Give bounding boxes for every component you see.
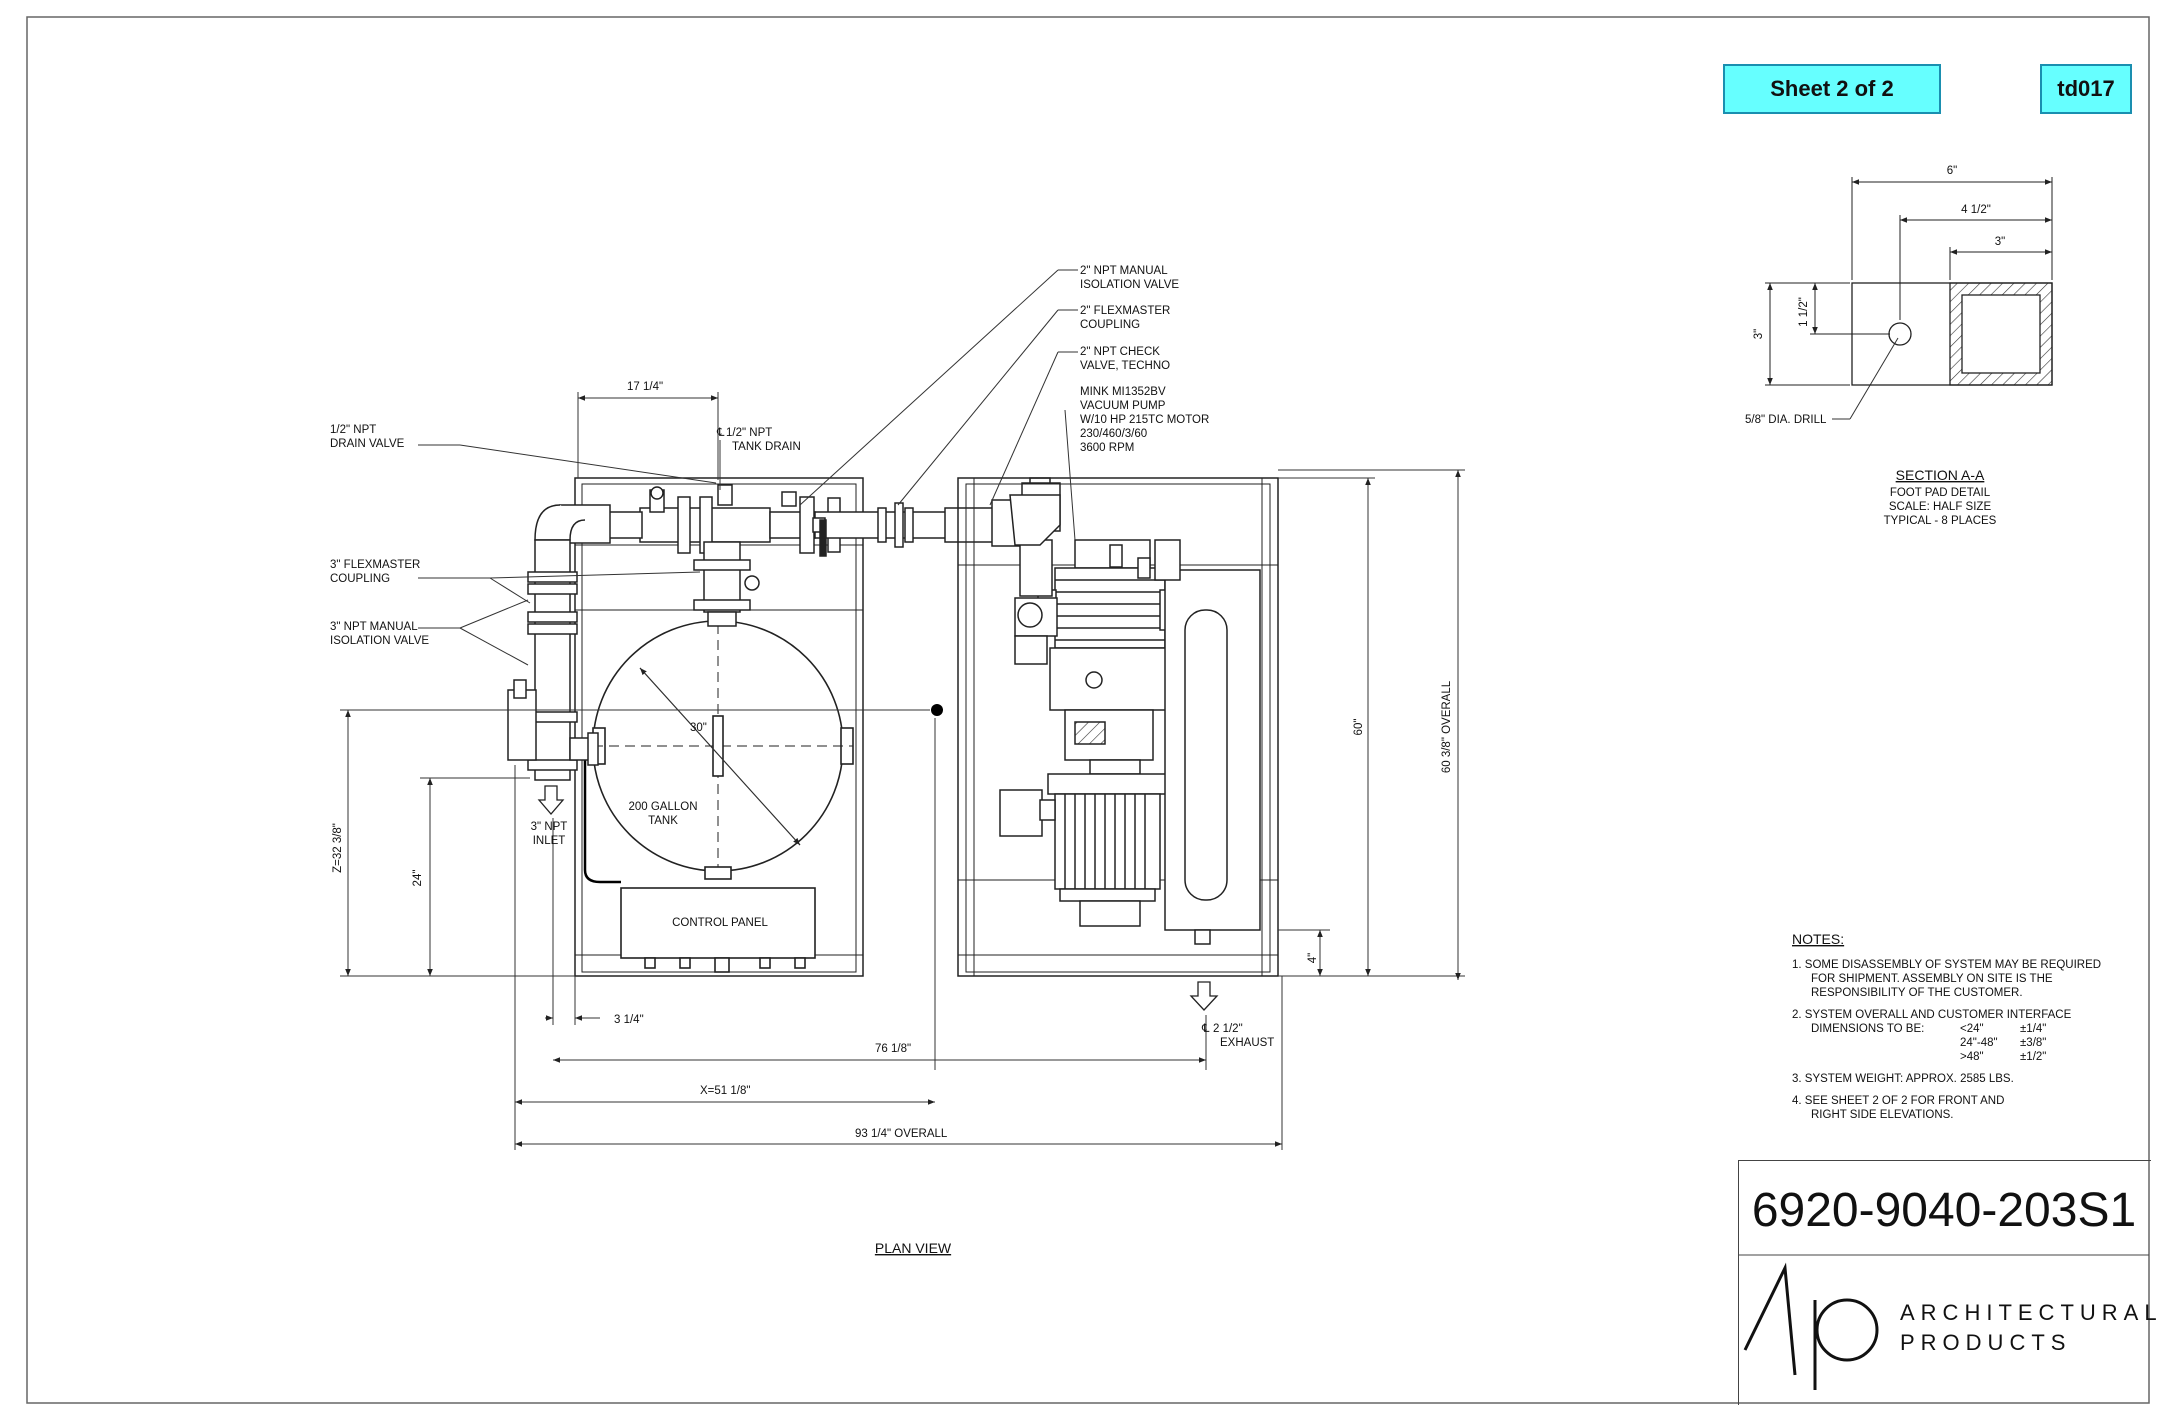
dim-60: 60" bbox=[1353, 719, 1365, 736]
note-4a: 4. SEE SHEET 2 OF 2 FOR FRONT AND bbox=[1792, 1095, 2004, 1107]
check-valve-label-2: VALVE, TECHNO bbox=[1080, 360, 1170, 372]
section-dim-3-side: 3" bbox=[1753, 329, 1765, 339]
section-sub-1: FOOT PAD DETAIL bbox=[1890, 487, 1991, 499]
section-dim-4-1-2: 4 1/2" bbox=[1961, 204, 1991, 216]
isolation-3-label-2: ISOLATION VALVE bbox=[330, 635, 429, 647]
exhaust-cl: ℄ bbox=[1201, 1023, 1210, 1035]
dim-x: X=51 1/8" bbox=[700, 1085, 750, 1097]
section-dim-1-1-2: 1 1/2" bbox=[1798, 297, 1810, 327]
dim-93-1-4-overall: 93 1/4" OVERALL bbox=[855, 1128, 948, 1140]
dim-76-1-8: 76 1/8" bbox=[875, 1043, 911, 1055]
pump-label-1: MINK MI1352BV bbox=[1080, 386, 1166, 398]
piping-left bbox=[507, 484, 841, 781]
flexmaster-2-label-1: 2" FLEXMASTER bbox=[1080, 305, 1170, 317]
ap-logo-icon bbox=[1743, 1262, 1879, 1390]
note-1b: FOR SHIPMENT. ASSEMBLY ON SITE IS THE bbox=[1811, 973, 2053, 985]
drain-valve-label-2: DRAIN VALVE bbox=[330, 438, 405, 450]
sheet-border bbox=[26, 16, 2150, 1404]
pump-label-4: 230/460/3/60 bbox=[1080, 428, 1147, 440]
control-cable bbox=[583, 755, 621, 884]
section-dim-6: 6" bbox=[1947, 165, 1957, 177]
company-name-line-2: PRODUCTS bbox=[1900, 1330, 2072, 1355]
note-4b: RIGHT SIDE ELEVATIONS. bbox=[1811, 1109, 1954, 1121]
dim-4: 4" bbox=[1307, 953, 1319, 963]
exhaust-separator bbox=[1154, 539, 1261, 945]
inlet-label-1: 3" NPT bbox=[531, 821, 568, 833]
section-a-a-drawing bbox=[1765, 177, 2053, 386]
section-sub-2: SCALE: HALF SIZE bbox=[1889, 501, 1992, 513]
note-1c: RESPONSIBILITY OF THE CUSTOMER. bbox=[1811, 987, 2023, 999]
pump-label-3: W/10 HP 215TC MOTOR bbox=[1080, 414, 1209, 426]
pump-label-2: VACUUM PUMP bbox=[1080, 400, 1166, 412]
drawing-code-tag: td017 bbox=[2040, 64, 2132, 114]
dim-60-3-8-overall: 60 3/8" OVERALL bbox=[1441, 680, 1453, 773]
dim-z: Z=32 3/8" bbox=[332, 823, 344, 873]
tank-label-1: 200 GALLON bbox=[628, 801, 697, 813]
control-panel-label: CONTROL PANEL bbox=[672, 917, 768, 929]
tank-label-2: TANK bbox=[648, 815, 678, 827]
section-title: SECTION A-A bbox=[1896, 467, 1985, 483]
note-1a: 1. SOME DISASSEMBLY OF SYSTEM MAY BE REQ… bbox=[1792, 959, 2101, 971]
tank-drain-label-2: TANK DRAIN bbox=[732, 441, 801, 453]
pump-label-5: 3600 RPM bbox=[1080, 442, 1134, 454]
sheet-number-tag: Sheet 2 of 2 bbox=[1723, 64, 1941, 114]
tol-1-range: <24" bbox=[1960, 1023, 1984, 1035]
drawing-number: 6920-9040-203S1 bbox=[1751, 1183, 2137, 1237]
tol-1-value: ±1/4" bbox=[2020, 1023, 2046, 1035]
note-2a: 2. SYSTEM OVERALL AND CUSTOMER INTERFACE bbox=[1792, 1009, 2072, 1021]
inlet-label-2: INLET bbox=[533, 835, 566, 847]
tank-drain-label-1: 1/2" NPT bbox=[726, 427, 772, 439]
dim-3-1-4: 3 1/4" bbox=[614, 1014, 644, 1026]
tol-3-range: >48" bbox=[1960, 1051, 1984, 1063]
exhaust-label-2: EXHAUST bbox=[1220, 1037, 1274, 1049]
isolation-2-label-1: 2" NPT MANUAL bbox=[1080, 265, 1168, 277]
section-sub-3: TYPICAL - 8 PLACES bbox=[1884, 515, 1997, 527]
flexmaster-3-label-2: COUPLING bbox=[330, 573, 390, 585]
plan-view-title: PLAN VIEW bbox=[875, 1240, 952, 1256]
isolation-2-label-2: ISOLATION VALVE bbox=[1080, 279, 1179, 291]
vacuum-pump-motor bbox=[999, 494, 1179, 927]
tank-200-gallon bbox=[592, 620, 854, 880]
note-3: 3. SYSTEM WEIGHT: APPROX. 2585 LBS. bbox=[1792, 1073, 2014, 1085]
dim-24: 24" bbox=[412, 870, 424, 887]
tank-drain-cl: ℄ bbox=[716, 427, 725, 439]
flexmaster-2-label-2: COUPLING bbox=[1080, 319, 1140, 331]
check-valve-label-1: 2" NPT CHECK bbox=[1080, 346, 1160, 358]
inlet-arrow bbox=[537, 785, 565, 815]
dimension-lines bbox=[340, 392, 1465, 1150]
notes-title: NOTES: bbox=[1792, 931, 1844, 947]
control-panel bbox=[620, 887, 816, 973]
leader-lines bbox=[418, 269, 1899, 666]
tol-3-value: ±1/2" bbox=[2020, 1051, 2046, 1063]
company-name-line-1: ARCHITECTURAL bbox=[1900, 1300, 2163, 1325]
center-of-gravity-marker bbox=[931, 704, 943, 716]
flexmaster-3-label-1: 3" FLEXMASTER bbox=[330, 559, 420, 571]
section-dim-3-top: 3" bbox=[1995, 236, 2005, 248]
tol-2-range: 24"-48" bbox=[1960, 1037, 1998, 1049]
tol-2-value: ±3/8" bbox=[2020, 1037, 2046, 1049]
drain-valve-label-1: 1/2" NPT bbox=[330, 424, 376, 436]
drawing-labels: 17 1/4" 30" Z=32 3/8" 24" 3 1/4" 76 1/8"… bbox=[330, 165, 2101, 1256]
dim-17-1-4: 17 1/4" bbox=[627, 381, 663, 393]
note-2b: DIMENSIONS TO BE: bbox=[1811, 1023, 1924, 1035]
section-drill-label: 5/8" DIA. DRILL bbox=[1745, 414, 1827, 426]
exhaust-arrow bbox=[1189, 981, 1219, 1011]
exhaust-label-1: 2 1/2" bbox=[1213, 1023, 1243, 1035]
isolation-3-label-1: 3" NPT MANUAL bbox=[330, 621, 418, 633]
title-block bbox=[1738, 1160, 2151, 1405]
dim-30: 30" bbox=[690, 722, 707, 734]
